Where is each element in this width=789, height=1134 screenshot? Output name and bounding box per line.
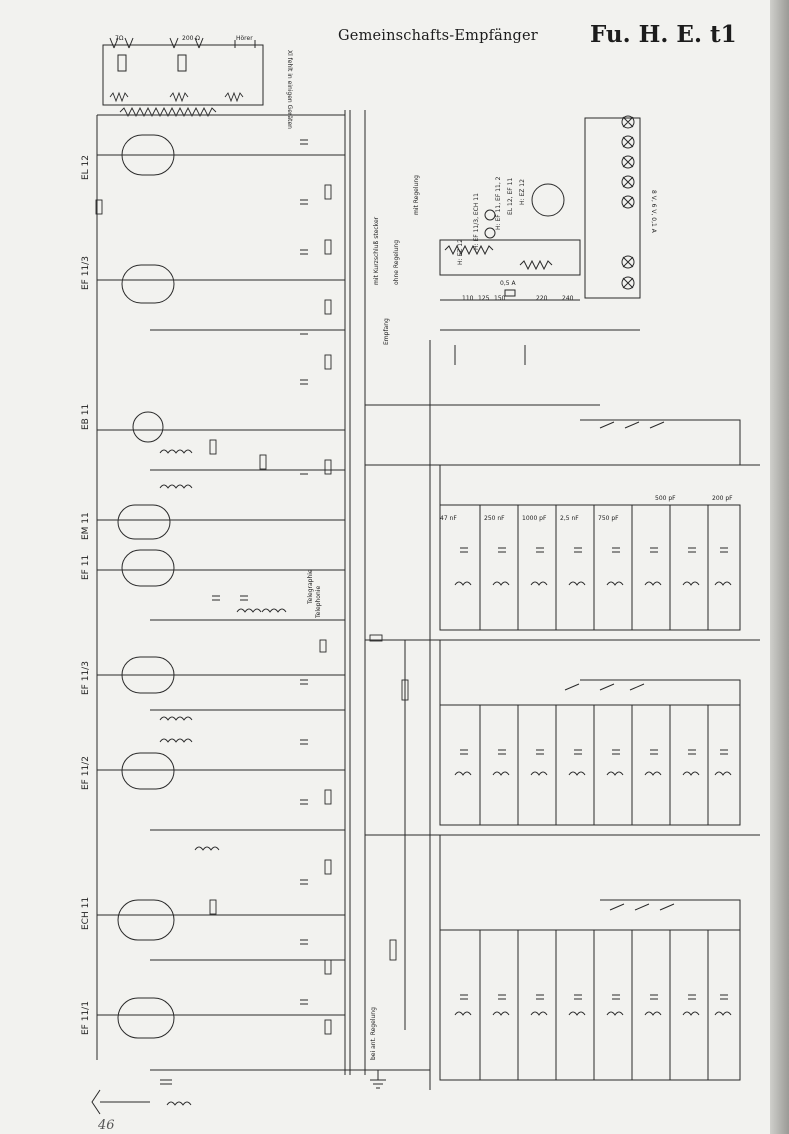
tube-label: EF 11/3: [81, 256, 91, 290]
switch-label: ohne Regelung: [393, 240, 400, 285]
tube-label: EF 11/1: [81, 1001, 91, 1035]
switch-label: mit Kurzschluß stecker: [373, 216, 380, 285]
band-capacitor-label: 1000 pF: [522, 515, 547, 522]
tube-label: EB 11: [81, 404, 91, 430]
mains-tap: 220: [536, 295, 548, 302]
page-edge-shadow: [770, 0, 789, 1134]
pilot-lamp-tube: H: EF 11, EF 11, 2: [495, 176, 502, 230]
tube-label: EM 11: [81, 512, 91, 540]
passive-components: [95, 91, 409, 1106]
model-designation: Fu. H. E. t1: [590, 21, 737, 48]
power-supply: [439, 115, 641, 365]
tube-label: EF 11/3: [81, 661, 91, 695]
fuse-label: 0,5 A: [500, 280, 516, 287]
coil-banks: [439, 419, 741, 1081]
speaker-7-ohm-label: 7Ω: [115, 35, 124, 42]
stage-rails: [97, 154, 760, 1016]
tube-labels: EL 12 EF 11/3 EB 11 EM 11 EF 11 EF 11/3 …: [81, 155, 91, 1035]
tube-label: EF 11: [81, 555, 91, 580]
band-capacitor-label: 500 pF: [655, 495, 676, 502]
band-capacitor-label: 47 nF: [440, 515, 457, 522]
mains-tap: 240: [562, 295, 574, 302]
mains-tap: 150: [494, 295, 506, 302]
switch-label: Empfang: [383, 318, 390, 345]
hoerer-label: Hörer: [236, 35, 253, 42]
main-bus: [96, 110, 431, 1090]
band-capacitor-label: 2,5 nF: [560, 515, 579, 522]
mains-tap: 110: [462, 295, 474, 302]
tube-label: ECH 11: [81, 897, 91, 930]
pilot-lamp-tube: H: EZ 12: [519, 179, 526, 205]
page-number: 46: [98, 1118, 115, 1133]
band-capacitor-label: 250 nF: [484, 515, 505, 522]
schematic-sheet: [0, 0, 770, 1134]
band-capacitor-label: 200 pF: [712, 495, 733, 502]
band-capacitor-label: 750 pF: [598, 515, 619, 522]
switch-label: mit Regelung: [413, 175, 420, 215]
capacitors: [160, 139, 308, 1085]
tube-label: EF 11/2: [81, 756, 91, 790]
switch-label: Telegraphie: [307, 569, 314, 605]
pilot-lamp-rating: 8 V, 6 V, 0,1 A: [650, 190, 657, 234]
schematic-title: Gemeinschafts-Empfänger: [338, 28, 538, 44]
pilot-lamp-tube: H: EF 11/3, ECH 11: [473, 193, 480, 250]
tube-label: EL 12: [81, 155, 91, 180]
pilot-lamp-tube: EL 12, EF 11: [507, 178, 514, 215]
pilot-lamp-tube: H: EZ 12: [457, 239, 464, 265]
circuit-diagram: EL 12 EF 11/3 EB 11 EM 11 EF 11 EF 11/3 …: [81, 35, 760, 1115]
xl-note: Xl fehlt in einigen Geräten: [286, 50, 293, 129]
annotations: 7Ω 200 Ω Hörer Xl fehlt in einigen Gerät…: [115, 35, 733, 1060]
antenna-ground: [91, 1070, 386, 1115]
speaker-200-ohm-label: 200 Ω: [182, 35, 200, 42]
switch-label: bei ant. Regelung: [370, 1007, 377, 1060]
switch-label: Telephonie: [315, 586, 322, 619]
mains-tap: 125: [478, 295, 490, 302]
tubes: [117, 134, 565, 1039]
output-block: [102, 37, 264, 106]
